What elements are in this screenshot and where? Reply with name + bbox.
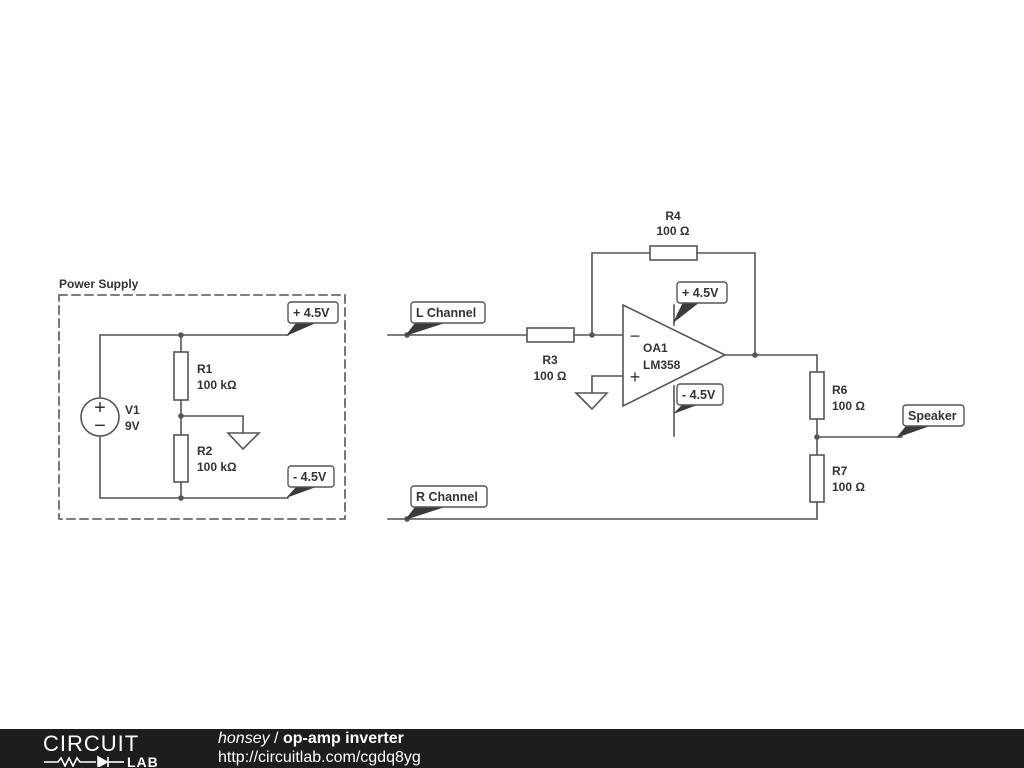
ps-pos-net-label: + 4.5V bbox=[293, 306, 330, 320]
r3-resistor bbox=[526, 327, 575, 343]
r1-value: 100 kΩ bbox=[197, 378, 237, 392]
r2-name: R2 bbox=[197, 444, 213, 458]
noninv-ground-wire bbox=[591, 375, 624, 393]
r4-resistor bbox=[649, 245, 698, 261]
opamp-output-wire bbox=[724, 354, 818, 373]
r4-value: 100 Ω bbox=[657, 224, 690, 238]
ps-top-wire bbox=[99, 334, 289, 399]
ps-bottom-wire bbox=[99, 435, 289, 499]
r3-value: 100 Ω bbox=[534, 369, 567, 383]
r1-resistor bbox=[173, 351, 189, 401]
circuit-title-line: honsey / op-amp inverter bbox=[218, 730, 404, 748]
r4-name: R4 bbox=[665, 209, 681, 223]
circuit-title[interactable]: op-amp inverter bbox=[282, 730, 404, 747]
oa1-name: OA1 bbox=[643, 341, 668, 355]
r1-name: R1 bbox=[197, 362, 213, 376]
speaker-net-label: Speaker bbox=[908, 409, 957, 423]
l-channel-tag-box bbox=[410, 301, 486, 324]
opamp-neg-net-label: - 4.5V bbox=[682, 388, 716, 402]
opamp-pos-net-label: + 4.5V bbox=[682, 286, 719, 300]
logo-resistor-squiggle bbox=[44, 756, 96, 767]
logo-lab-text: LAB bbox=[127, 754, 159, 767]
l-channel-net-label: L Channel bbox=[416, 306, 476, 320]
r3-name: R3 bbox=[542, 353, 558, 367]
oa1-noninverting-pin: + bbox=[630, 367, 641, 387]
schematic-canvas: + 4.5V - 4.5V L Channel R Channel + 4.5V… bbox=[58, 209, 965, 522]
junction-dot bbox=[752, 352, 758, 358]
tag-pointer bbox=[673, 404, 700, 414]
junction-dot bbox=[178, 413, 184, 419]
junction-dot bbox=[178, 495, 184, 501]
tag-pointer bbox=[286, 487, 316, 498]
tag-pointer bbox=[673, 302, 700, 323]
oa1-inverting-pin: − bbox=[630, 326, 641, 346]
speaker-tag-box bbox=[902, 404, 965, 427]
r-channel-net-label: R Channel bbox=[416, 490, 478, 504]
r2-value: 100 kΩ bbox=[197, 460, 237, 474]
r7-value: 100 Ω bbox=[832, 480, 865, 494]
circuitlab-logo[interactable]: CIRCUIT LAB bbox=[40, 731, 180, 767]
r6-name: R6 bbox=[832, 383, 848, 397]
author-link[interactable]: honsey bbox=[218, 730, 270, 747]
v1-minus-symbol: − bbox=[94, 415, 106, 437]
tag-pointer bbox=[405, 323, 445, 336]
footer-bar: CIRCUIT LAB honsey / op-amp inverter htt… bbox=[0, 729, 1024, 768]
feedback-wire-right bbox=[696, 252, 756, 356]
title-separator: / bbox=[269, 730, 283, 747]
ps-neg-net-label: - 4.5V bbox=[293, 470, 327, 484]
ps-neg-tag-box bbox=[287, 465, 335, 488]
r6-value: 100 Ω bbox=[832, 399, 865, 413]
oa1-model: LM358 bbox=[643, 358, 681, 372]
r6-resistor bbox=[809, 371, 825, 420]
junction-dot bbox=[178, 332, 184, 338]
r7-name: R7 bbox=[832, 464, 848, 478]
power-supply-label: Power Supply bbox=[59, 277, 139, 291]
r2-resistor bbox=[173, 434, 189, 483]
logo-circuit-text: CIRCUIT bbox=[43, 731, 139, 756]
v1-plus-symbol: + bbox=[94, 397, 106, 419]
r-channel-wire bbox=[387, 501, 818, 520]
tag-pointer bbox=[405, 507, 445, 520]
opamp-pos-tag-box bbox=[676, 281, 728, 304]
v1-value: 9V bbox=[125, 419, 140, 433]
ground-tap-wire bbox=[180, 415, 244, 433]
tag-pointer bbox=[286, 323, 316, 336]
opamp-neg-tag-box bbox=[676, 383, 724, 406]
junction-dot bbox=[589, 332, 595, 338]
junction-dot bbox=[814, 434, 820, 440]
v1-source-symbol bbox=[80, 397, 120, 437]
feedback-wire-left bbox=[591, 252, 651, 336]
circuit-url[interactable]: http://circuitlab.com/cgdq8yg bbox=[218, 749, 421, 766]
tag-pointer bbox=[896, 426, 930, 438]
oa1-opamp-symbol bbox=[622, 303, 727, 408]
ps-ground-symbol bbox=[226, 432, 261, 451]
r-channel-tag-box bbox=[410, 485, 488, 508]
r7-resistor bbox=[809, 454, 825, 503]
logo-diode-icon bbox=[97, 755, 109, 767]
opamp-ground-symbol bbox=[574, 392, 609, 411]
power-supply-boundary bbox=[58, 294, 346, 520]
ps-pos-tag-box bbox=[287, 301, 339, 324]
v1-name: V1 bbox=[125, 403, 140, 417]
